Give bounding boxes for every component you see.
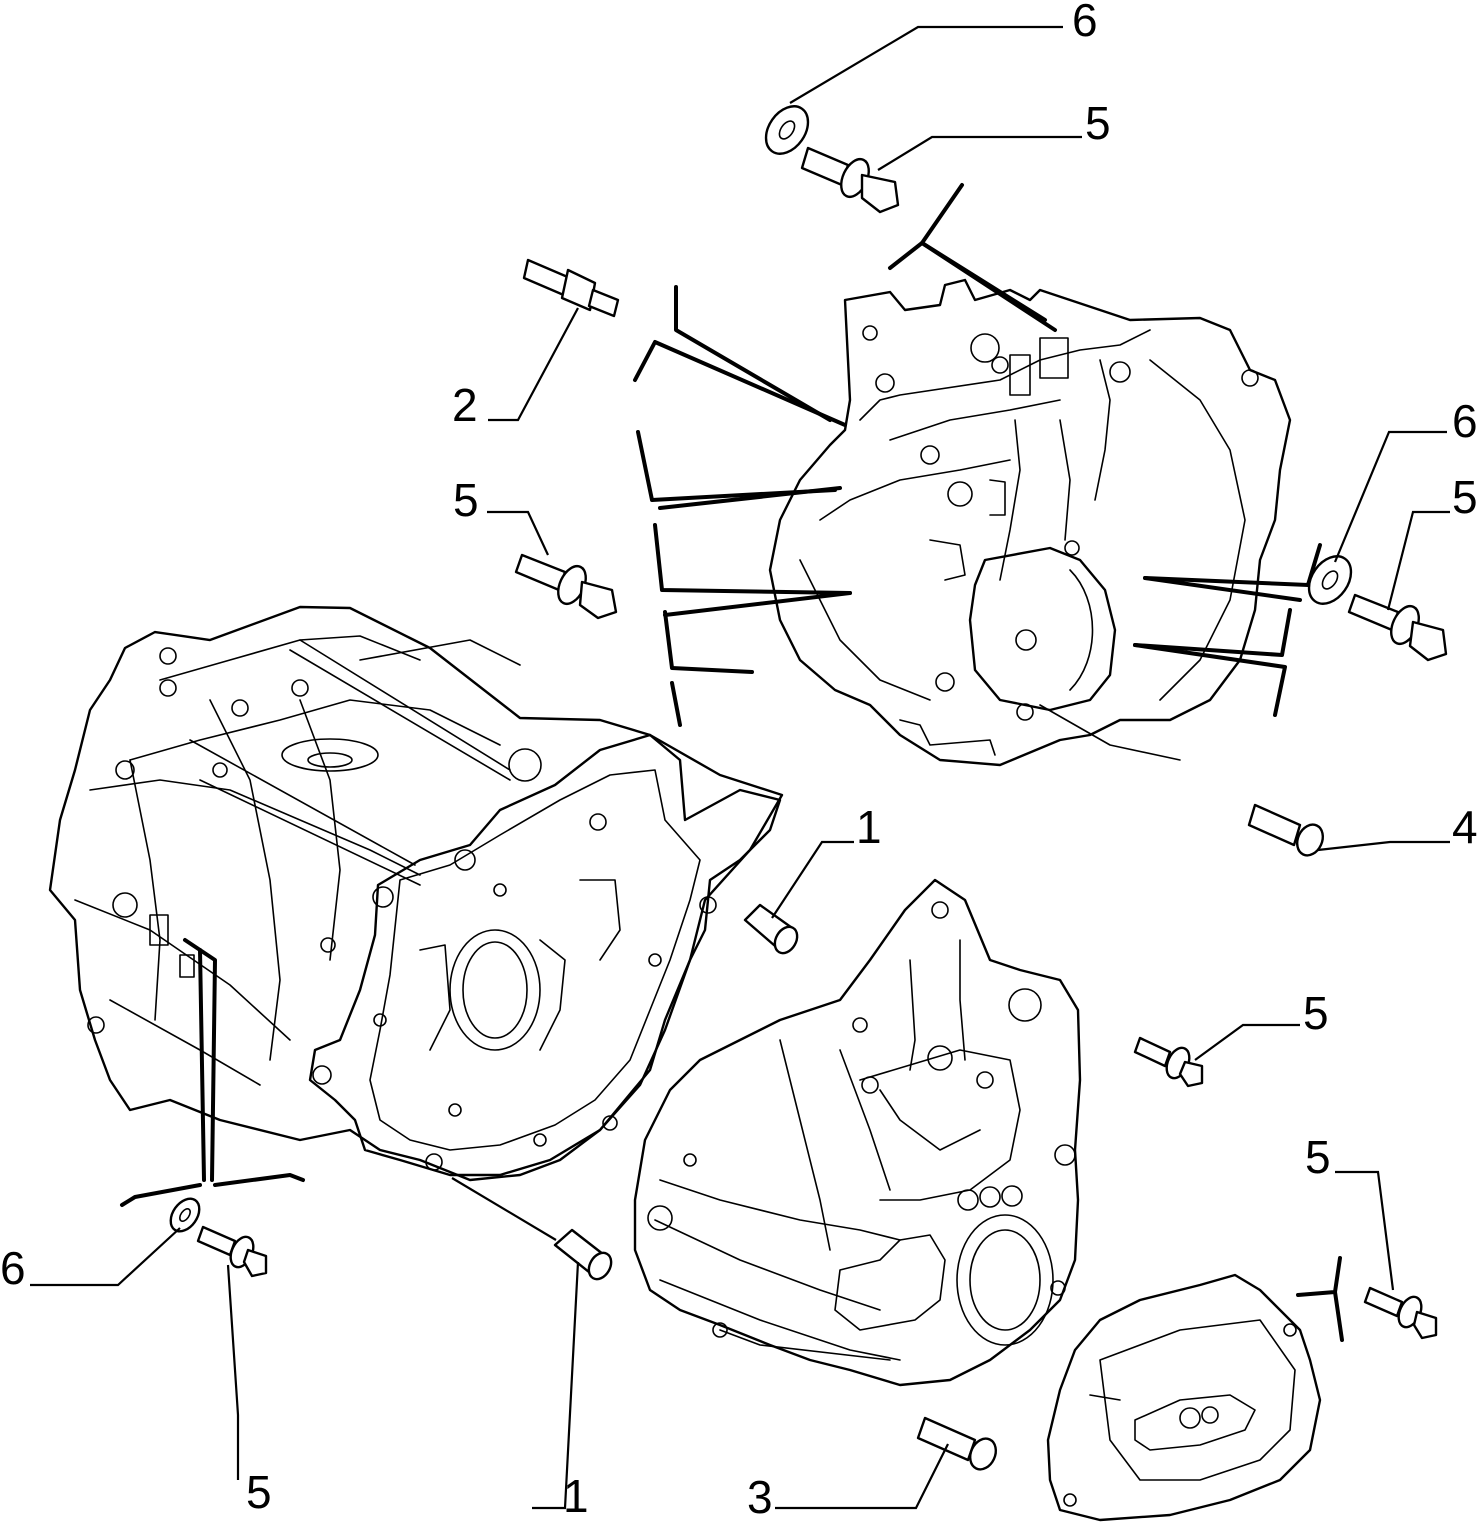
bolt-lower-left <box>196 1225 268 1278</box>
dowel-lower <box>553 1228 613 1281</box>
washer-top <box>764 105 810 155</box>
callout-5-lower-right-a: 5 <box>1303 987 1329 1039</box>
callout-6-top: 6 <box>1072 0 1098 46</box>
rear-housing-leaders <box>633 183 1322 727</box>
bolt-right <box>1347 593 1448 662</box>
callout-1-lower: 1 <box>563 1470 589 1522</box>
rear-cover <box>1046 1256 1344 1522</box>
main-housing-leaders <box>120 938 305 1207</box>
bolt-lower-right-b <box>1363 1286 1438 1340</box>
callout-5-lower-right-b: 5 <box>1305 1131 1331 1183</box>
bolt-3 <box>916 1416 998 1471</box>
callout-leaders <box>30 25 1450 1510</box>
callout-6-right: 6 <box>1452 395 1478 447</box>
bolt-top <box>800 146 900 214</box>
washer-lower-left <box>169 1197 201 1233</box>
callout-4: 4 <box>1452 801 1478 853</box>
clutch-housing <box>633 878 1082 1387</box>
main-housing-flange <box>308 733 782 1177</box>
bolt-lower-right-a <box>1133 1036 1204 1088</box>
callout-6-lower-left: 6 <box>0 1242 26 1294</box>
callout-5-top: 5 <box>1085 97 1111 149</box>
callout-5-right: 5 <box>1452 471 1478 523</box>
bolt-4 <box>1247 803 1325 857</box>
callout-5-left-mid: 5 <box>453 474 479 526</box>
stud-2 <box>522 258 620 318</box>
callout-2: 2 <box>452 379 478 431</box>
callout-5-lower-left: 5 <box>246 1466 272 1518</box>
callout-3: 3 <box>747 1471 773 1523</box>
callout-1-upper: 1 <box>856 801 882 853</box>
washer-right <box>1307 555 1353 605</box>
bolt-left-mid <box>514 553 618 620</box>
dowel-upper <box>743 903 799 955</box>
rear-gearbox-housing <box>768 278 1292 767</box>
